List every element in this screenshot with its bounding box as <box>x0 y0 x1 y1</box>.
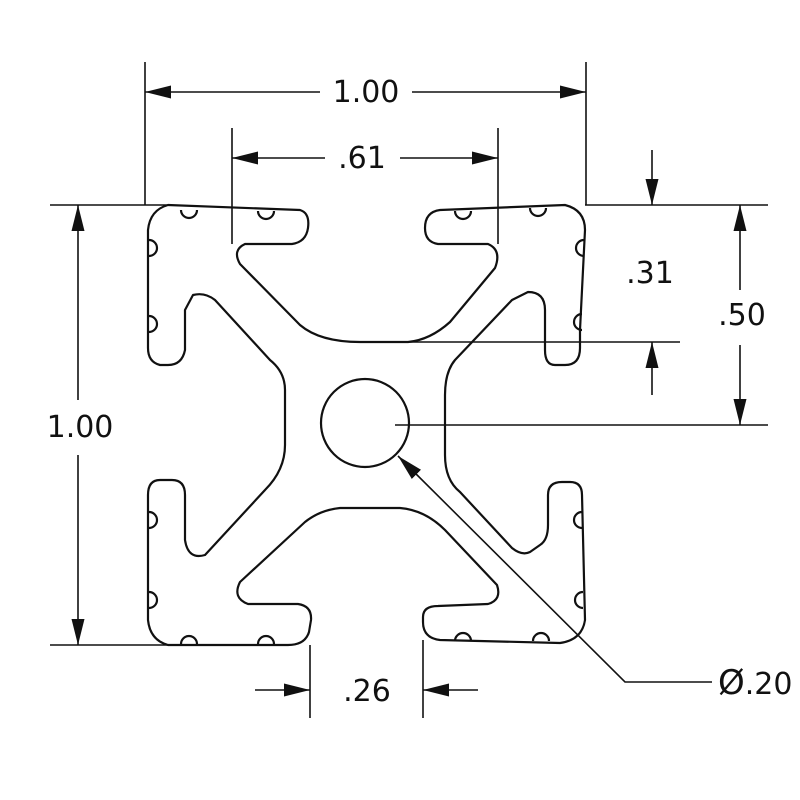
bore-diameter-value: .20 <box>744 667 793 702</box>
slot-outer-width-label: .61 <box>334 144 390 174</box>
half-height-label: .50 <box>714 301 770 331</box>
overall-height-label: 1.00 <box>42 413 118 443</box>
center-bore <box>319 377 411 469</box>
bore-diameter-label: Ø.20 <box>714 666 796 702</box>
slot-opening-label: .26 <box>343 674 391 709</box>
overall-width-label: 1.00 <box>328 78 404 108</box>
profile-outline <box>146 203 587 647</box>
diameter-symbol: Ø <box>718 663 745 703</box>
slot-depth-label: .31 <box>626 256 674 291</box>
dimension-lines <box>50 62 768 718</box>
